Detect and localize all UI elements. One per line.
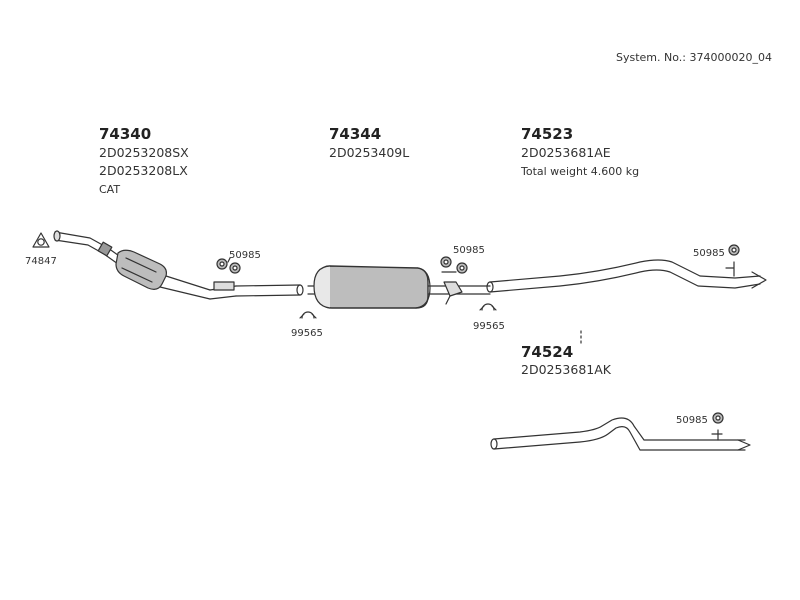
part-note: Total weight 4.600 kg bbox=[521, 165, 640, 178]
system-number: System. No.: 374000020_04 bbox=[616, 51, 772, 64]
part-code: 2D0253208SX bbox=[99, 145, 189, 160]
part-number: 74524 bbox=[521, 343, 574, 361]
intermediate-pipe bbox=[235, 284, 304, 297]
part-number: 74523 bbox=[521, 125, 574, 143]
rear-pipe-74523 bbox=[486, 259, 767, 293]
rear-pipe-74524 bbox=[490, 417, 751, 451]
middle-silencer-74344 bbox=[307, 265, 491, 309]
label-hanger: 50985 bbox=[693, 248, 725, 259]
clamp-99565-1 bbox=[299, 311, 317, 319]
part-code: 2D0253409L bbox=[329, 145, 410, 160]
label-clamp: 99565 bbox=[473, 321, 505, 332]
label-gasket: 74847 bbox=[25, 256, 57, 267]
part-code: 2D0253681AK bbox=[521, 362, 611, 377]
front-pipe-catalyst bbox=[53, 230, 237, 300]
part-number: 74340 bbox=[99, 125, 152, 143]
leader-hanger-1 bbox=[227, 257, 231, 263]
hanger-50985-4 bbox=[712, 412, 724, 424]
part-code: 2D0253208LX bbox=[99, 163, 188, 178]
part-code: 2D0253681AE bbox=[521, 145, 611, 160]
label-hanger: 50985 bbox=[453, 245, 485, 256]
hanger-50985-1 bbox=[216, 258, 241, 274]
part-note: CAT bbox=[99, 183, 121, 196]
gasket-74847 bbox=[32, 232, 50, 248]
hanger-50985-2 bbox=[440, 256, 468, 274]
hanger-50985-3 bbox=[728, 244, 740, 256]
label-hanger: 50985 bbox=[229, 250, 261, 261]
part-number: 74344 bbox=[329, 125, 382, 143]
clamp-99565-2 bbox=[479, 303, 497, 311]
label-clamp: 99565 bbox=[291, 328, 323, 339]
label-hanger: 50985 bbox=[676, 415, 708, 426]
